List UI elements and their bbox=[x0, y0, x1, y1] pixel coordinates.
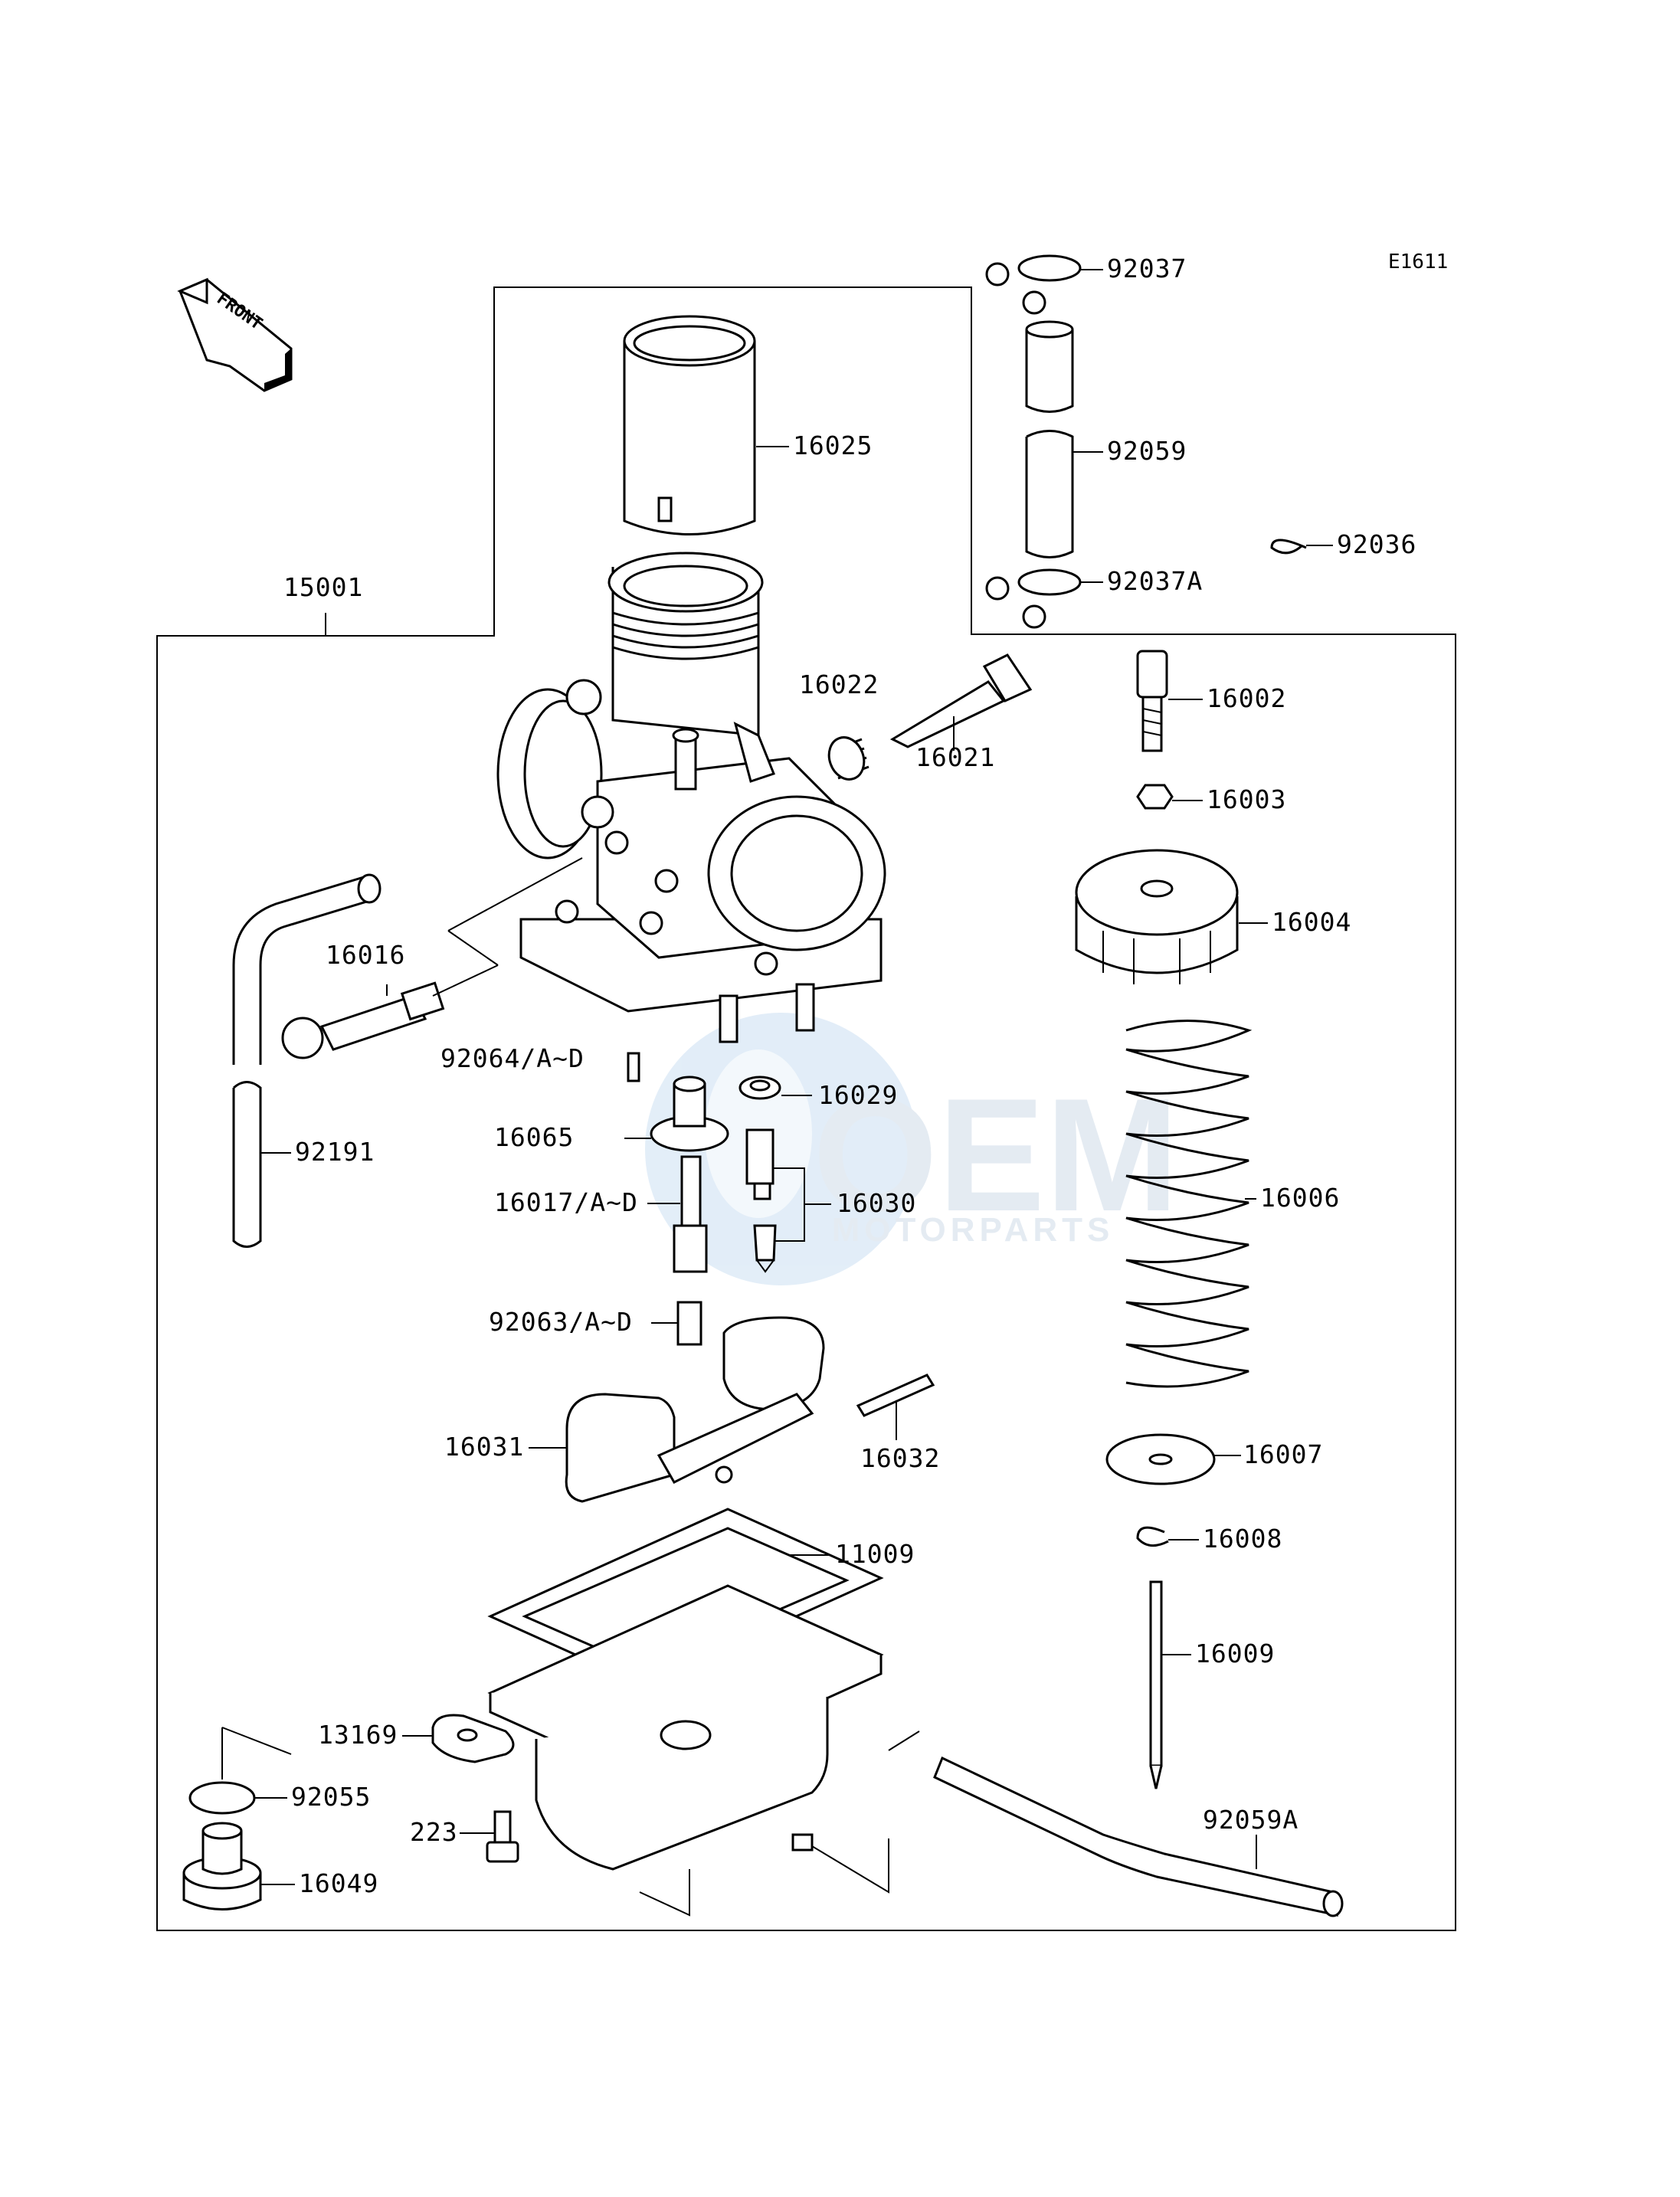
tube-92059 bbox=[1025, 320, 1074, 558]
o-ring-92055 bbox=[188, 1781, 256, 1815]
spring-seat-16007 bbox=[1105, 1433, 1216, 1485]
drain-plug-16049 bbox=[182, 1822, 262, 1911]
label-16006: 16006 bbox=[1260, 1183, 1340, 1213]
label-16004: 16004 bbox=[1272, 907, 1351, 937]
label-92037a: 92037A bbox=[1107, 566, 1203, 596]
main-jet-16030 bbox=[745, 1128, 777, 1273]
watermark: OEM MOTORPARTS bbox=[645, 1013, 1179, 1285]
label-92055: 92055 bbox=[291, 1782, 371, 1812]
label-16007: 16007 bbox=[1243, 1439, 1323, 1469]
label-92064: 92064/A~D bbox=[440, 1043, 585, 1073]
clip-16008 bbox=[1136, 1526, 1169, 1547]
jet-92064 bbox=[627, 1052, 640, 1082]
spring-16022 bbox=[827, 736, 869, 781]
label-16017: 16017/A~D bbox=[494, 1187, 638, 1217]
screw-223 bbox=[486, 1810, 519, 1863]
watermark-sub: MOTORPARTS bbox=[832, 1211, 1115, 1249]
washer-16029 bbox=[738, 1076, 781, 1100]
air-screw-16021 bbox=[889, 653, 1033, 748]
label-16065: 16065 bbox=[494, 1122, 574, 1152]
label-16025: 16025 bbox=[793, 431, 873, 460]
label-16032: 16032 bbox=[860, 1443, 940, 1473]
leader-16016-body bbox=[447, 930, 499, 966]
watermark-brand: OEM bbox=[813, 1065, 1179, 1245]
plate-13169 bbox=[431, 1714, 515, 1763]
clip-92036 bbox=[1270, 539, 1307, 555]
label-92191: 92191 bbox=[295, 1137, 375, 1167]
label-16002: 16002 bbox=[1207, 683, 1286, 713]
tube-92059a bbox=[933, 1756, 1344, 1917]
assembly-boundary bbox=[156, 286, 1456, 1931]
diagram-code: E1611 bbox=[1388, 250, 1448, 273]
cable-adjuster-16002 bbox=[1136, 650, 1168, 752]
label-92063: 92063/A~D bbox=[489, 1307, 633, 1337]
front-arrow-icon: FRONT bbox=[177, 277, 293, 392]
clamp-92037a bbox=[985, 568, 1082, 629]
clamp-92037 bbox=[985, 254, 1082, 315]
label-16008: 16008 bbox=[1203, 1524, 1282, 1554]
label-13169: 13169 bbox=[318, 1720, 398, 1750]
needle-jet-16017 bbox=[673, 1155, 708, 1273]
label-16030: 16030 bbox=[837, 1188, 916, 1218]
carburetor-cap-16004 bbox=[1075, 849, 1239, 984]
carburetor-body bbox=[496, 552, 886, 1043]
pilot-air-screw-16016 bbox=[281, 981, 445, 1059]
float-16031 bbox=[565, 1316, 825, 1503]
label-92037: 92037 bbox=[1107, 254, 1187, 283]
spring-16006 bbox=[1125, 1020, 1253, 1388]
label-223: 223 bbox=[410, 1817, 458, 1847]
label-16021: 16021 bbox=[915, 742, 995, 772]
label-15001: 15001 bbox=[283, 572, 363, 602]
float-bowl bbox=[487, 1584, 884, 1871]
label-16031: 16031 bbox=[444, 1432, 524, 1462]
label-16022: 16022 bbox=[799, 670, 879, 699]
pilot-jet-92063 bbox=[676, 1301, 702, 1346]
label-92059: 92059 bbox=[1107, 436, 1187, 466]
label-92036: 92036 bbox=[1337, 529, 1416, 559]
throttle-slide bbox=[623, 315, 756, 535]
label-16003: 16003 bbox=[1207, 784, 1286, 814]
float-pin-16032 bbox=[856, 1374, 935, 1417]
label-16049: 16049 bbox=[299, 1868, 378, 1898]
label-16029: 16029 bbox=[818, 1080, 898, 1110]
jet-needle-16009 bbox=[1149, 1580, 1163, 1789]
label-92059a: 92059A bbox=[1203, 1805, 1298, 1835]
label-16016: 16016 bbox=[326, 940, 405, 970]
holder-16065 bbox=[650, 1076, 729, 1152]
label-16009: 16009 bbox=[1195, 1639, 1275, 1668]
nut-16003 bbox=[1136, 784, 1174, 810]
label-11009: 11009 bbox=[835, 1539, 915, 1569]
tube-92191 bbox=[232, 873, 382, 1248]
